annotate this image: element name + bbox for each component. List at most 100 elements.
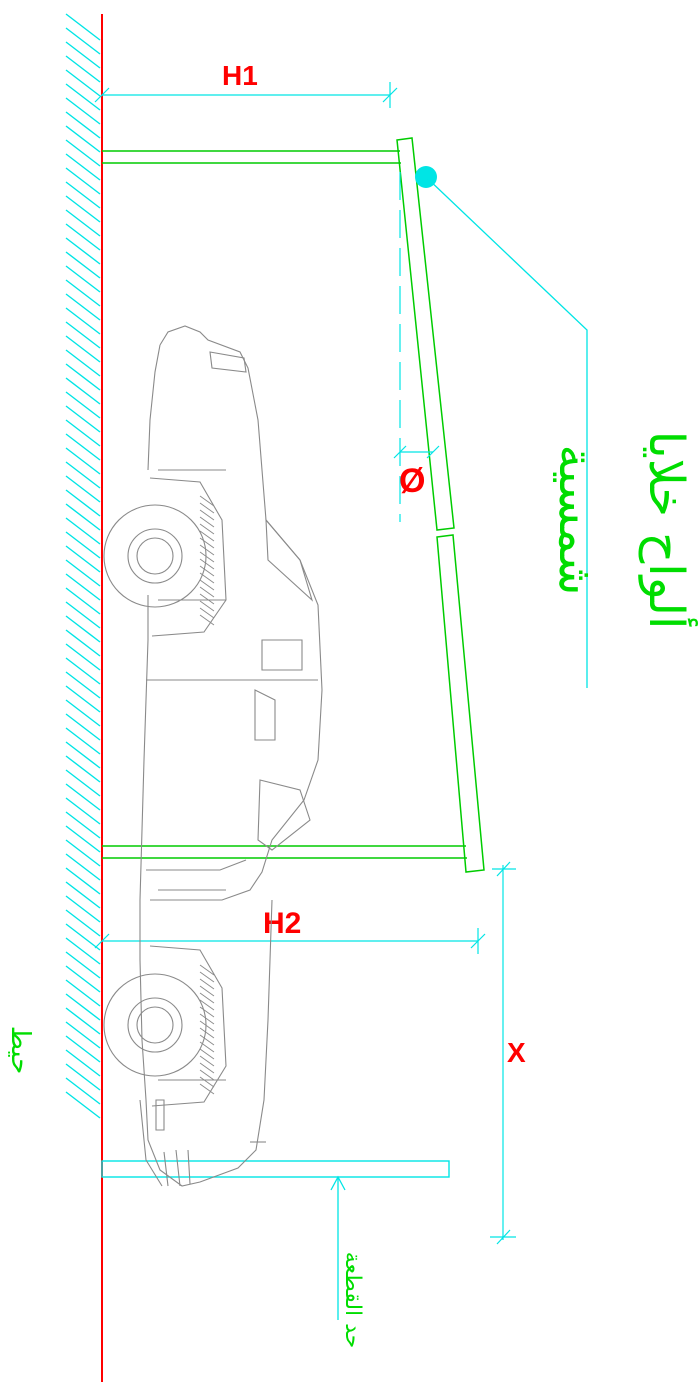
hatch-stroke [65, 279, 101, 307]
hatch-stroke [65, 223, 101, 251]
hatch-stroke [65, 391, 101, 419]
hatch-stroke [65, 83, 101, 111]
hatch-stroke [65, 1035, 101, 1063]
hatch-stroke [65, 475, 101, 503]
wheel-hatch-stroke [199, 502, 215, 514]
hatch-stroke [65, 937, 101, 965]
wheel-hatch-stroke [199, 565, 215, 577]
solar-panels-title: ألواح خلايا [638, 431, 698, 630]
dimension-x [490, 861, 516, 1245]
wheel-hatch-stroke [199, 971, 215, 983]
lower-beam [102, 845, 467, 859]
wheel-hatch-stroke [199, 1076, 215, 1088]
hatch-stroke [65, 811, 101, 839]
hatch-stroke [65, 69, 101, 97]
wheel-arch-hatch [199, 495, 215, 1095]
hatch-stroke [65, 349, 101, 377]
wheel-hatch-stroke [199, 509, 215, 521]
hatch-stroke [65, 923, 101, 951]
hatch-stroke [65, 671, 101, 699]
hatch-stroke [65, 237, 101, 265]
wheel-hatch-stroke [199, 1069, 215, 1081]
hatch-stroke [65, 629, 101, 657]
hatch-stroke [65, 1007, 101, 1035]
hatch-stroke [65, 321, 101, 349]
hatch-stroke [65, 265, 101, 293]
hatch-stroke [65, 209, 101, 237]
plot-limit-arrowhead [330, 1175, 346, 1191]
hatch-stroke [65, 853, 101, 881]
hatch-stroke [65, 181, 101, 209]
wheel-hatch-stroke [199, 1034, 215, 1046]
hatch-stroke [65, 293, 101, 321]
wheel-hatch-stroke [199, 530, 215, 542]
wheel-hatch-stroke [199, 495, 215, 507]
wheel-hatch-stroke [199, 523, 215, 535]
wheel-hatch-stroke [199, 544, 215, 556]
wheel-hatch-stroke [199, 964, 215, 976]
hatch-stroke [65, 545, 101, 573]
hatch-stroke [65, 363, 101, 391]
hatch-stroke [65, 251, 101, 279]
wheel-hatch-stroke [199, 558, 215, 570]
hatch-stroke [65, 895, 101, 923]
wheel-hatch-stroke [199, 572, 215, 584]
hatch-stroke [65, 797, 101, 825]
wall-hatch [65, 13, 101, 1119]
wheel-hatch-stroke [199, 614, 215, 626]
hatch-stroke [65, 307, 101, 335]
leader-line [425, 176, 588, 688]
wheel-hatch-stroke [199, 978, 215, 990]
hatch-stroke [65, 125, 101, 153]
wheel-hatch-stroke [199, 586, 215, 598]
hatch-stroke [65, 503, 101, 531]
wheel-hatch-stroke [199, 1020, 215, 1032]
solar-panel-lower [436, 534, 485, 873]
hatch-stroke [65, 699, 101, 727]
hatch-stroke [65, 783, 101, 811]
plot-limit-bar [101, 1160, 450, 1178]
wheel-hatch-stroke [199, 579, 215, 591]
hatch-stroke [65, 489, 101, 517]
wheel-hatch-stroke [199, 607, 215, 619]
wheel-hatch-stroke [199, 1055, 215, 1067]
hatch-stroke [65, 461, 101, 489]
hatch-stroke [65, 559, 101, 587]
hatch-stroke [65, 951, 101, 979]
wheel-hatch-stroke [199, 551, 215, 563]
hatch-stroke [65, 755, 101, 783]
hatch-stroke [65, 377, 101, 405]
hatch-stroke [65, 27, 101, 55]
hatch-stroke [65, 419, 101, 447]
h1-label: H1 [222, 60, 258, 91]
solar-panel-upper [396, 137, 455, 531]
hatch-stroke [65, 741, 101, 769]
hatch-stroke [65, 965, 101, 993]
hatch-stroke [65, 727, 101, 755]
hatch-stroke [65, 657, 101, 685]
upper-beam [102, 150, 401, 164]
hatch-stroke [65, 601, 101, 629]
hatch-stroke [65, 909, 101, 937]
hatch-stroke [65, 13, 101, 41]
hatch-stroke [65, 1063, 101, 1091]
wheel-hatch-stroke [199, 1041, 215, 1053]
dimension-diameter [393, 445, 440, 459]
solar-panels-subtitle: شمسية [548, 444, 604, 595]
hatch-stroke [65, 1021, 101, 1049]
car-side-view-icon [103, 325, 323, 1187]
wheel-hatch-stroke [199, 600, 215, 612]
hatch-stroke [65, 615, 101, 643]
hatch-stroke [65, 881, 101, 909]
wheel-hatch-stroke [199, 1013, 215, 1025]
hatch-stroke [65, 55, 101, 83]
wheel-hatch-stroke [199, 1083, 215, 1095]
hatch-stroke [65, 839, 101, 867]
hatch-stroke [65, 139, 101, 167]
hatch-stroke [65, 153, 101, 181]
hatch-stroke [65, 433, 101, 461]
wheel-hatch-stroke [199, 1006, 215, 1018]
diameter-label: Ø [399, 462, 425, 500]
